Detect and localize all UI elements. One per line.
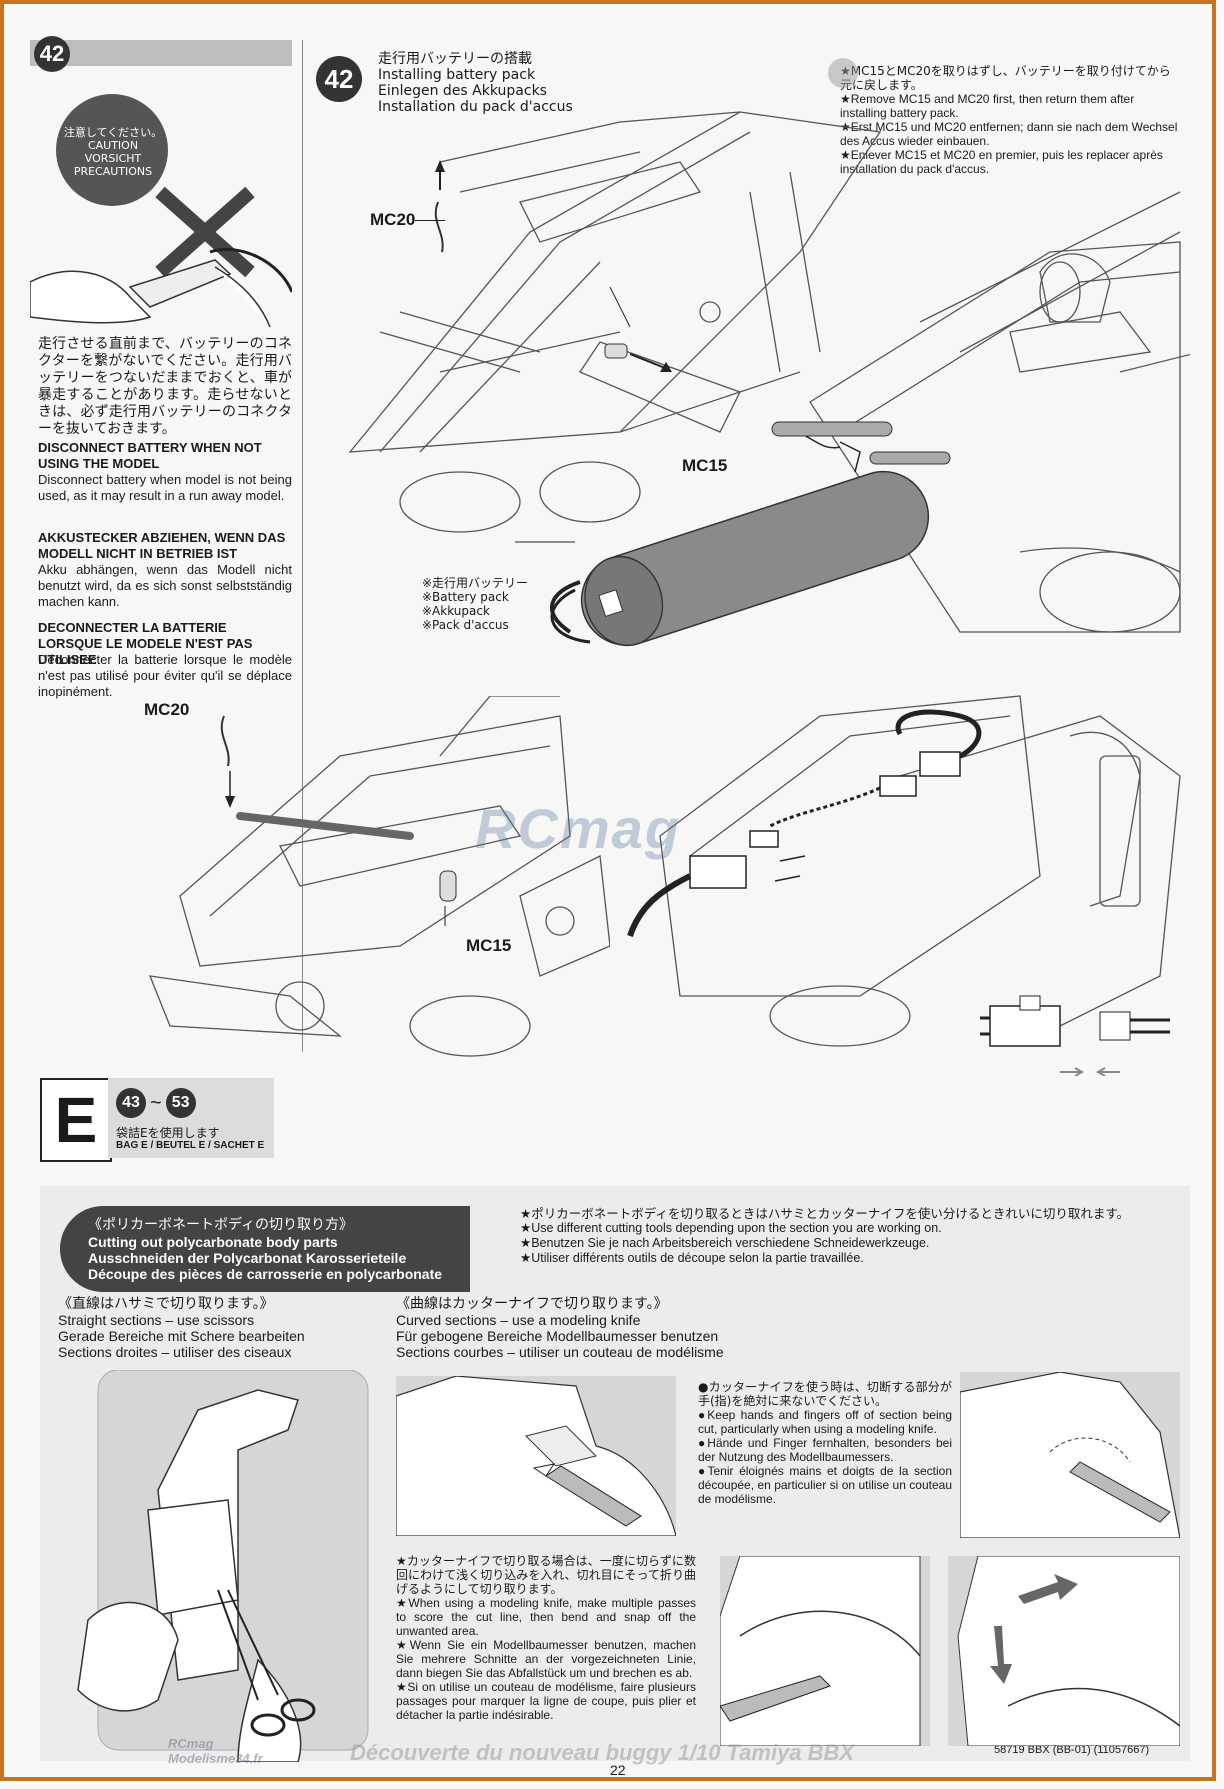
caution-fr-body: Déconnecter la batterie lorsque le modèl… <box>38 652 292 699</box>
remove-note-jp: ★MC15とMC20を取りはずし、バッテリーを取り付けてから元に戻します。 <box>840 64 1171 92</box>
curved-jp: 《曲線はカッターナイフで切り取ります。》 <box>396 1296 668 1312</box>
cutting-note-fr: ★Utiliser différents outils de découpe s… <box>520 1251 864 1265</box>
remove-note-fr: ★Enlever MC15 et MC20 en premier, puis l… <box>840 148 1163 176</box>
footer-watermark-2: Modelisme34.fr <box>168 1751 263 1766</box>
passes-note-jp: ★カッターナイフで切り取る場合は、一度に切らずに数回にわけて浅く切り込みを入れ、… <box>396 1554 696 1596</box>
caution-jp: 注意してください。 <box>63 126 163 139</box>
knife-note-fr: ●Tenir éloignés mains et doigts de la se… <box>698 1464 952 1506</box>
bag-multi: BAG E / BEUTEL E / SACHET E <box>116 1140 265 1151</box>
knife-note-jp: ●カッターナイフを使う時は、切断する部分が手(指)を絶対に来ないでください。 <box>698 1380 952 1408</box>
range-end-badge: 53 <box>165 1088 196 1118</box>
caution-jp-text: 走行させる直前まで、バッテリーのコネクターを繋がないでください。走行用バッテリー… <box>38 336 292 437</box>
caution-fr: PRECAUTIONS <box>73 165 153 178</box>
step-title-block: 走行用バッテリーの搭載 Installing battery pack Einl… <box>378 51 573 115</box>
caution-en-body: Disconnect battery when model is not bei… <box>38 472 292 503</box>
bend-snap-illustration <box>948 1556 1180 1746</box>
straight-fr: Sections droites – utiliser des ciseaux <box>58 1344 292 1360</box>
doc-code: 58719 BBX (BB-01) (11057667) <box>994 1744 1150 1756</box>
range-start-badge: 43 <box>116 1088 146 1118</box>
step-header-bar <box>30 40 292 66</box>
step-42-badge: 42 <box>316 56 362 102</box>
curved-en: Curved sections – use a modeling knife <box>396 1312 641 1328</box>
column-divider <box>302 40 303 1052</box>
note-marker-icon <box>828 58 858 88</box>
step-title-fr: Installation du pack d'accus <box>378 99 573 115</box>
knife-cutting-illustration-1 <box>396 1376 676 1536</box>
manual-page: 42 注意してください。 CAUTION VORSICHT PRECAUTION… <box>30 36 1190 1778</box>
cutting-title-de: Ausschneiden der Polycarbonat Karosserie… <box>88 1250 407 1266</box>
battery-label-en: ※Battery pack <box>422 590 509 604</box>
footer-watermark-logo: RCmag Modelisme34.fr <box>168 1736 263 1766</box>
step-title-de: Einlegen des Akkupacks <box>378 83 547 99</box>
cutting-title-jp: 《ポリカーボネートボディの切り取り方》 <box>88 1217 354 1233</box>
knife-note-en: ●Keep hands and fingers off of section b… <box>698 1408 952 1436</box>
passes-note-fr: ★Si on utilise un couteau de modélisme, … <box>396 1680 696 1722</box>
remove-note-de: ★Erst MC15 und MC20 entfernen; dann sie … <box>840 120 1178 148</box>
chassis-battery-diagram <box>348 111 1190 647</box>
caution-en: CAUTION <box>87 139 139 152</box>
cutting-note-de: ★Benutzen Sie je nach Arbeitsbereich ver… <box>520 1236 930 1250</box>
step-title-jp: 走行用バッテリーの搭載 <box>378 51 532 67</box>
caution-illustration <box>30 94 292 328</box>
cutting-note: ★ポリカーボネートボディを切り取るときはハサミとカッターナイフを使い分けるときれ… <box>520 1206 1190 1266</box>
step-title-en: Installing battery pack <box>378 67 536 83</box>
connector-diagram <box>627 695 1181 1076</box>
knife-safety-note: ●カッターナイフを使う時は、切断する部分が手(指)を絶対に来ないでください。 ●… <box>698 1380 952 1506</box>
mc15-label: MC15 <box>682 456 728 475</box>
bag-jp: 袋詰Eを使用します <box>116 1126 220 1140</box>
battery-label-de: ※Akkupack <box>422 604 490 618</box>
remove-note-en: ★Remove MC15 and MC20 first, then return… <box>840 92 1135 120</box>
section-e-panel: 43 ~ 53 袋詰Eを使用します BAG E / BEUTEL E / SAC… <box>108 1078 274 1158</box>
battery-label-jp: ※走行用バッテリー <box>422 576 529 590</box>
step-number-badge: 42 <box>34 36 70 72</box>
footer-watermark-caption: Découverte du nouveau buggy 1/10 Tamiya … <box>350 1740 855 1765</box>
cutting-note-en: ★Use different cutting tools depending u… <box>520 1221 942 1235</box>
knife-cutting-illustration-2 <box>960 1372 1180 1538</box>
cutting-title-pill: 《ポリカーボネートボディの切り取り方》 Cutting out polycarb… <box>60 1206 470 1292</box>
cutting-title-en: Cutting out polycarbonate body parts <box>88 1234 338 1250</box>
caution-badge-text: 注意してください。 CAUTION VORSICHT PRECAUTIONS <box>40 126 186 178</box>
curved-fr: Sections courbes – utiliser un couteau d… <box>396 1344 724 1360</box>
knife-note-de: ●Hände und Finger fernhalten, besonders … <box>698 1436 952 1464</box>
caution-de-body: Akku abhängen, wenn das Modell nicht ben… <box>38 562 292 609</box>
scissors-cutting-illustration <box>77 1370 369 1762</box>
passes-note-en: ★When using a modeling knife, make multi… <box>396 1596 696 1638</box>
cutting-title-fr: Découpe des pièces de carrosserie en pol… <box>88 1266 443 1282</box>
passes-note-de: ★Wenn Sie ein Modellbaumesser benutzen, … <box>396 1638 696 1680</box>
mc20-label-b: MC20 <box>144 700 190 719</box>
score-line-illustration <box>720 1556 930 1746</box>
straight-sections: 《直線はハサミで切り取ります。》 Straight sections – use… <box>58 1296 368 1360</box>
straight-de: Gerade Bereiche mit Schere bearbeiten <box>58 1328 305 1344</box>
caution-de-title: AKKUSTECKER ABZIEHEN, WENN DAS MODELL NI… <box>38 530 286 561</box>
caution-en-title: DISCONNECT BATTERY WHEN NOT USING THE MO… <box>38 440 262 471</box>
battery-label-fr: ※Pack d'accus <box>422 618 509 632</box>
curved-de: Für gebogene Bereiche Modellbaumesser be… <box>396 1328 719 1344</box>
curved-sections: 《曲線はカッターナイフで切り取ります。》 Curved sections – u… <box>396 1296 816 1360</box>
mc20-label: MC20 <box>370 210 416 229</box>
multiple-passes-note: ★カッターナイフで切り取る場合は、一度に切らずに数回にわけて浅く切り込みを入れ、… <box>396 1554 696 1722</box>
remove-note: ★MC15とMC20を取りはずし、バッテリーを取り付けてから元に戻します。 ★R… <box>828 58 1180 176</box>
chassis-refit-diagram <box>148 696 610 1057</box>
straight-en: Straight sections – use scissors <box>58 1312 255 1328</box>
cutting-note-jp: ★ポリカーボネートボディを切り取るときはハサミとカッターナイフを使い分けるときれ… <box>520 1206 1130 1221</box>
caution-de: VORSICHT <box>84 152 142 165</box>
watermark-rcmag: RCmag <box>475 797 682 860</box>
footer-watermark-1: RCmag <box>168 1736 214 1751</box>
section-e-letter: E <box>40 1078 112 1162</box>
caution-fr-title: DECONNECTER LA BATTERIE LORSQUE LE MODEL… <box>38 620 253 667</box>
page-number: 22 <box>610 1762 626 1778</box>
range-separator: ~ <box>150 1091 162 1114</box>
straight-jp: 《直線はハサミで切り取ります。》 <box>58 1296 274 1312</box>
mc15-label-b: MC15 <box>466 936 512 955</box>
step-range: 43 ~ 53 <box>116 1088 196 1118</box>
mc20-leader <box>415 220 445 221</box>
battery-pack-label: ※走行用バッテリー ※Battery pack ※Akkupack ※Pack … <box>422 576 528 632</box>
